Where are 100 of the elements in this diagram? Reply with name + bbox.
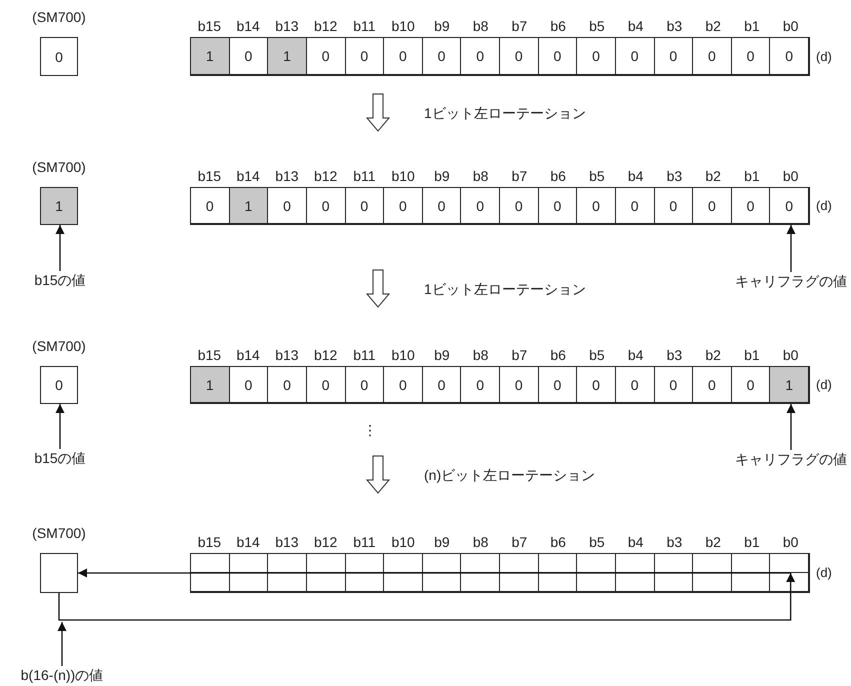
empty-bit-cell [538, 573, 578, 592]
bit-cell: 1 [191, 38, 230, 75]
leader-line [55, 225, 65, 271]
bit-number: b6 [550, 534, 566, 550]
bit-cell: 0 [422, 367, 462, 403]
bit-cell: 0 [577, 188, 616, 224]
empty-bit-cell [693, 573, 732, 592]
register-name: (SM700) [32, 9, 86, 25]
bit-cell: 0 [461, 38, 500, 75]
bit-cell: 0 [577, 38, 616, 75]
bit-cell: 0 [346, 188, 384, 224]
bit-cell: 0 [268, 367, 307, 403]
bit-number: b12 [314, 534, 338, 550]
bit-number: b9 [434, 534, 450, 550]
bit-number: b1 [744, 347, 760, 363]
bit-cell: 1 [230, 188, 268, 224]
bit-cell: 1 [268, 38, 307, 75]
bit-number: b2 [705, 347, 721, 363]
bit-cell: 0 [346, 38, 384, 75]
note-text: b15の値 [34, 449, 86, 467]
bit-cell: 0 [461, 188, 500, 224]
bit-cell: 0 [732, 188, 770, 224]
flag-box: 0 [40, 366, 78, 404]
bit-number: b0 [782, 534, 798, 550]
bit-number: b7 [512, 534, 528, 550]
bit-cell: 0 [422, 188, 462, 224]
register-row [190, 553, 810, 593]
bit-number: b4 [628, 347, 644, 363]
bit-cell: 0 [422, 38, 462, 75]
bit-cell: 0 [500, 367, 539, 403]
bit-number: b5 [589, 534, 605, 550]
empty-bit-cell [346, 573, 384, 592]
empty-bit-cell [693, 554, 732, 573]
bit-cell: 0 [346, 367, 384, 403]
bit-number: b4 [628, 18, 644, 34]
bit-number: b2 [705, 168, 721, 184]
empty-bit-cell [654, 573, 694, 592]
note-text: キャリフラグの値 [735, 450, 847, 468]
empty-bit-cell [384, 573, 423, 592]
bit-number: b1 [744, 534, 760, 550]
empty-bit-cell [191, 554, 230, 573]
bit-number: b8 [472, 18, 488, 34]
register-name: (SM700) [32, 159, 86, 175]
bit-number: b0 [782, 347, 798, 363]
bit-number: b4 [628, 534, 644, 550]
bit-cell: 0 [384, 367, 423, 403]
bit-number: b15 [198, 347, 222, 363]
bit-cell: 0 [616, 38, 654, 75]
empty-bit-cell [268, 573, 307, 592]
bit-cell: 0 [461, 367, 500, 403]
bit-number: b3 [666, 168, 682, 184]
bit-number: b13 [275, 534, 299, 550]
leader-line [786, 404, 796, 450]
bit-cell: 0 [693, 188, 732, 224]
bit-number: b12 [314, 18, 338, 34]
register-row [190, 187, 810, 225]
bit-number: b6 [550, 347, 566, 363]
bit-number: b6 [550, 168, 566, 184]
bit-number: b8 [472, 168, 488, 184]
bit-number: b15 [198, 534, 222, 550]
bit-cell: 0 [306, 188, 346, 224]
arrow [78, 568, 791, 578]
bit-cell: 0 [616, 188, 654, 224]
bit-cell: 1 [770, 367, 809, 403]
empty-bit-cell [422, 554, 462, 573]
empty-bit-cell [732, 573, 770, 592]
empty-bit-cell [500, 554, 539, 573]
bit-number: b11 [353, 534, 376, 550]
arrow [58, 573, 796, 621]
bit-number: b12 [314, 347, 338, 363]
empty-bit-cell [230, 573, 268, 592]
bit-number: b11 [353, 168, 376, 184]
bit-cell: 0 [268, 188, 307, 224]
bit-cell: 0 [500, 38, 539, 75]
empty-bit-cell [577, 554, 616, 573]
bit-number: b7 [512, 18, 528, 34]
register-row [190, 37, 810, 76]
bit-number: b2 [705, 18, 721, 34]
empty-bit-cell [577, 573, 616, 592]
empty-bit-cell [422, 573, 462, 592]
bit-number: b15 [198, 18, 222, 34]
operand-label: (d) [816, 565, 832, 581]
bit-number: b10 [391, 534, 415, 550]
bit-number: b3 [666, 534, 682, 550]
bit-number: b13 [275, 347, 299, 363]
bit-cell: 1 [191, 367, 230, 403]
empty-bit-cell [230, 554, 268, 573]
bit-number: b10 [391, 168, 415, 184]
bit-number: b8 [472, 534, 488, 550]
bit-number: b5 [589, 18, 605, 34]
bit-cell: 0 [538, 188, 578, 224]
bit-number: b4 [628, 168, 644, 184]
bit-number: b13 [275, 168, 299, 184]
bit-number: b2 [705, 534, 721, 550]
bit-cell: 0 [693, 38, 732, 75]
note-text: キャリフラグの値 [735, 272, 847, 290]
empty-bit-cell [461, 554, 500, 573]
bit-number: b9 [434, 18, 450, 34]
bit-cell: 0 [654, 38, 694, 75]
flag-box: 0 [40, 37, 78, 76]
